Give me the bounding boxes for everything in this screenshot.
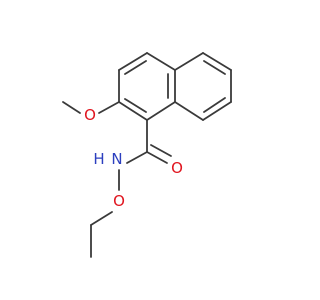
- atom-methoxy-oxygen: O: [84, 106, 96, 124]
- structure-canvas: O O N H O: [62, 52, 232, 258]
- bond-c1-c2-inner: [124, 98, 147, 113]
- bond-c8a-c1: [146, 101, 176, 121]
- atom-carbonyl-oxygen: O: [171, 159, 183, 177]
- bond-c4a-c5: [174, 52, 204, 71]
- atom-ethoxy-oxygen: O: [113, 192, 125, 210]
- bond-c1-c2: [118, 101, 148, 121]
- atom-amide-hydrogen: H: [93, 150, 104, 168]
- bond-o-ch2: [90, 211, 113, 226]
- molecule-drawing: O O N H O: [62, 52, 232, 258]
- bond-c3-c4-inner: [124, 60, 147, 75]
- bond-c5-c6: [202, 52, 232, 71]
- bond-c7-c8-inner: [203, 97, 226, 113]
- bond-c4-c4a: [146, 52, 176, 71]
- bond-c7-c8: [202, 101, 232, 121]
- bond-c3-c4: [118, 52, 148, 71]
- bond-c5-c6-inner: [203, 60, 226, 75]
- bond-camide-o: [146, 151, 168, 164]
- bond-c2-omethoxy: [98, 101, 120, 114]
- atom-amide-nitrogen: N: [111, 150, 122, 168]
- bond-camide-n: [126, 151, 148, 164]
- bond-camide-o-double: [150, 144, 172, 157]
- bond-c8-c8a: [174, 101, 204, 121]
- bond-omethoxy-ch3: [62, 101, 81, 114]
